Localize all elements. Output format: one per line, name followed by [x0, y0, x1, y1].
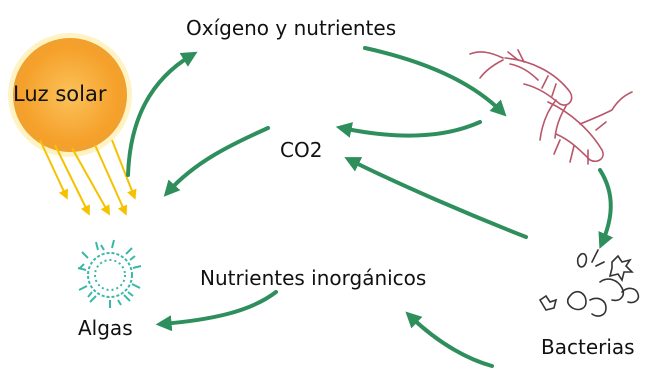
arrow-bacteria-to-nutrients [405, 311, 494, 368]
co2-label: CO2 [280, 138, 323, 162]
bacteria-label: Bacterias [541, 335, 635, 359]
arrow-co2-to-algae [163, 126, 270, 197]
arrow-shrimp-to-bacteria [598, 168, 614, 249]
algae-label: Algas [78, 316, 133, 340]
sun-label: Luz solar [13, 82, 107, 106]
inorganic-nutrients-label: Nutrientes inorgánicos [200, 266, 427, 290]
arrow-shrimp-to-co2 [335, 120, 482, 138]
sunlight-rays [39, 139, 137, 216]
sun-icon [8, 33, 132, 157]
arrow-algae-to-oxygen [126, 51, 198, 177]
cycle-arrows [126, 46, 614, 368]
arrow-bacteria-to-co2 [344, 157, 528, 239]
arrow-nutrients-to-algae [155, 290, 278, 332]
algae-icon [77, 239, 142, 308]
shrimp-icon [469, 49, 633, 165]
bacteria-icon [538, 249, 640, 317]
oxygen-nutrients-label: Oxígeno y nutrientes [186, 16, 397, 40]
arrow-oxygen-to-shrimp [363, 46, 507, 117]
